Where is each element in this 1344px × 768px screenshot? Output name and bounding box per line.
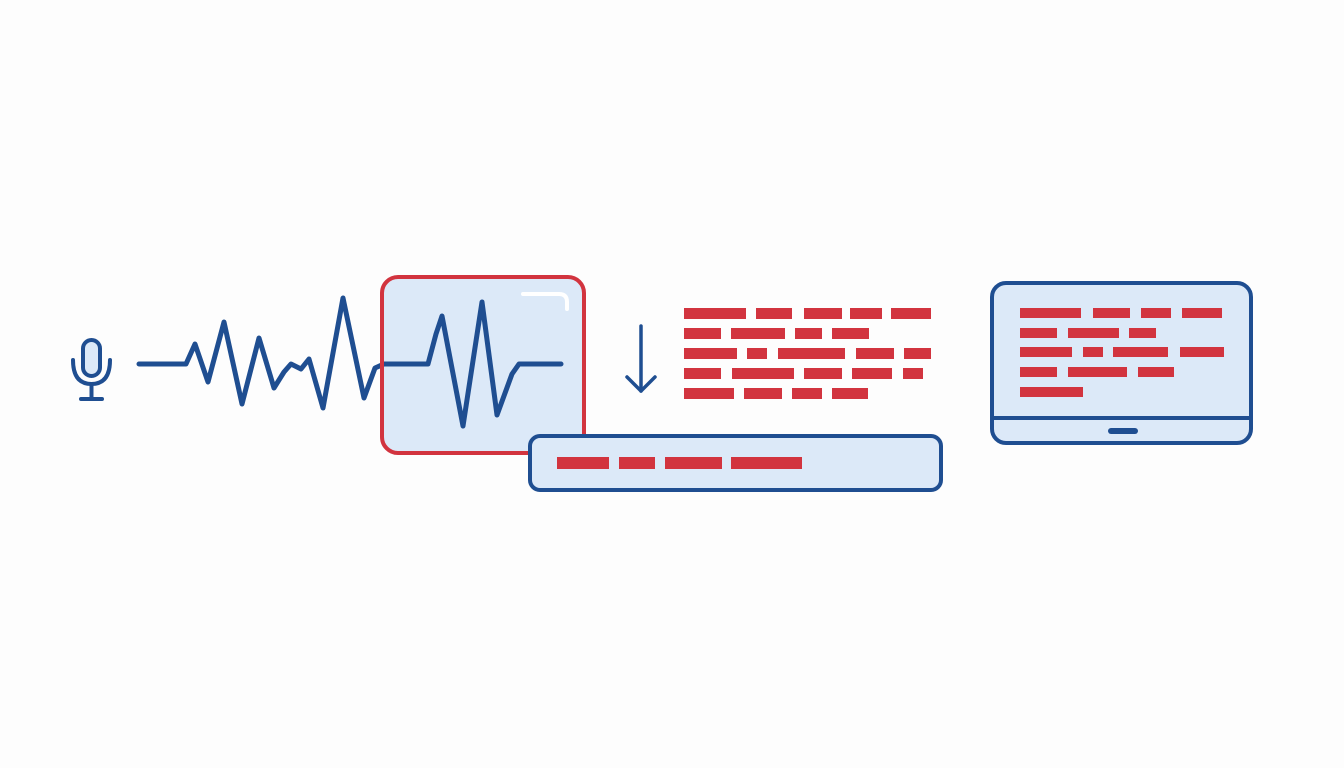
output-field-text [557, 457, 802, 469]
screen-text-segment [1180, 347, 1224, 357]
laptop-screen-text [1020, 308, 1224, 397]
transcript-segment [904, 348, 931, 359]
laptop-icon [990, 281, 1253, 445]
laptop-screen [990, 281, 1253, 445]
transcript-segment [856, 348, 894, 359]
screen-text-segment [1020, 308, 1081, 318]
transcript-segment [744, 388, 782, 399]
transcript-segment [778, 348, 845, 359]
audio-waveform [136, 295, 564, 429]
transcript-segment [795, 328, 822, 339]
transcript-segment [684, 368, 721, 379]
transcript-segment [684, 328, 721, 339]
screen-text-segment [1068, 367, 1127, 377]
transcript-segment [732, 368, 794, 379]
transcript-segment [850, 308, 882, 319]
transcript-segment [684, 308, 746, 319]
field-text-segment [665, 457, 722, 469]
screen-text-segment [1113, 347, 1168, 357]
selected-segment-box-fill [382, 277, 584, 453]
transcript-lines [684, 308, 931, 399]
transcript-segment [804, 368, 842, 379]
microphone-icon [71, 338, 112, 401]
transcript-segment [891, 308, 931, 319]
transcript-segment [792, 388, 822, 399]
screen-text-segment [1083, 347, 1103, 357]
screen-text-segment [1129, 328, 1156, 338]
transcript-segment [903, 368, 923, 379]
screen-text-segment [1020, 347, 1072, 357]
transcript-segment [756, 308, 792, 319]
screen-text-segment [1138, 367, 1174, 377]
transcript-segment [684, 388, 734, 399]
glass-highlight [521, 292, 569, 311]
field-text-segment [619, 457, 655, 469]
transcript-segment [804, 308, 842, 319]
selected-segment-box [380, 275, 586, 455]
screen-text-segment [1020, 367, 1057, 377]
screen-text-segment [1093, 308, 1130, 318]
screen-text-segment [1020, 328, 1057, 338]
transcript-segment [731, 328, 785, 339]
field-text-segment [731, 457, 802, 469]
screen-text-segment [1020, 387, 1083, 397]
transcript-segment [832, 328, 869, 339]
transcript-segment [852, 368, 892, 379]
laptop-trackpad-notch [1108, 428, 1138, 434]
transcript-segment [832, 388, 868, 399]
screen-text-segment [1182, 308, 1222, 318]
down-arrow-icon [625, 324, 657, 393]
screen-text-segment [1141, 308, 1171, 318]
transcript-segment [747, 348, 767, 359]
transcript-segment [684, 348, 737, 359]
screen-text-segment [1068, 328, 1119, 338]
field-text-segment [557, 457, 609, 469]
